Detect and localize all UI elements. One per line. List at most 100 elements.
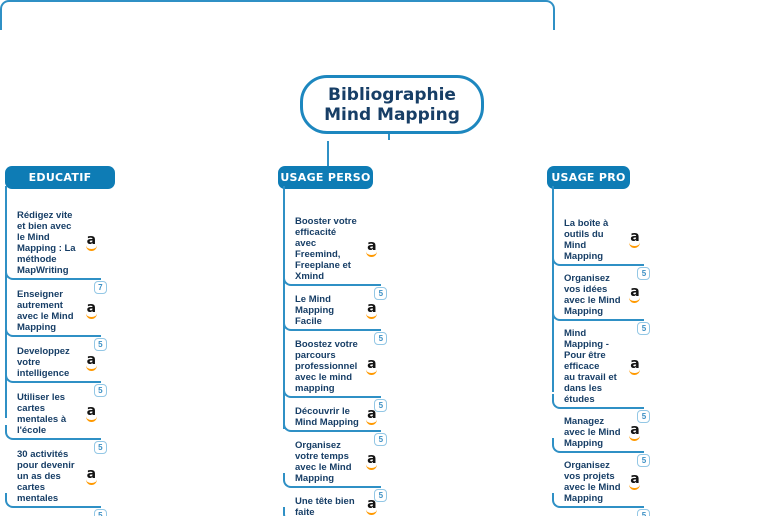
count-badge[interactable]: 5 xyxy=(374,332,388,345)
root-title-line1: Bibliographie xyxy=(328,84,456,105)
amazon-smile-icon xyxy=(629,484,641,490)
amazon-icon[interactable]: a xyxy=(366,357,378,375)
amazon-icon[interactable]: a xyxy=(629,230,641,248)
book-row: Booster votre efficacité avec Freemind, … xyxy=(293,216,382,286)
book-item[interactable]: Mind Mapping - Pour être efficace au tra… xyxy=(552,323,651,423)
branch-header-usage-pro[interactable]: USAGE PRO xyxy=(547,166,630,189)
amazon-smile-icon xyxy=(85,245,97,251)
connector-curve xyxy=(283,507,295,516)
branch-spine xyxy=(283,186,285,429)
book-title: Le Mind Mapping Facile xyxy=(295,294,335,327)
branch-spine xyxy=(5,186,7,418)
book-item[interactable]: Utiliser les cartes mentales à l'école a… xyxy=(5,387,107,454)
amazon-smile-icon xyxy=(85,313,97,319)
book-item[interactable]: Mind Map: Dessine-moi l'intelligence. a … xyxy=(15,512,101,516)
connector-curve xyxy=(283,271,295,286)
book-title: Managez avec le Mind Mapping xyxy=(564,416,621,449)
book-item[interactable]: Enseigner autrement avec le Mind Mapping… xyxy=(5,284,107,351)
book-row: Organisez votre temps avec le Mind Mappi… xyxy=(293,440,382,488)
count-badge[interactable]: 5 xyxy=(374,399,388,412)
amazon-smile-icon xyxy=(85,365,97,371)
book-item[interactable]: Organisez vos idées avec le Mind Mapping… xyxy=(552,268,651,335)
count-badge[interactable]: 5 xyxy=(374,489,388,502)
book-item[interactable]: Booster votre efficacité avec Freemind, … xyxy=(283,211,388,300)
book-row: Utiliser les cartes mentales à l'école a xyxy=(15,392,101,440)
connector-top-bar xyxy=(0,0,555,30)
book-row: Boostez votre parcours professionnel ave… xyxy=(293,339,382,398)
amazon-icon[interactable]: a xyxy=(366,452,378,470)
book-item[interactable]: Organisez vos projets avec le Mind Mappi… xyxy=(552,455,651,516)
book-row: La boîte à outils du Mind Mapping a xyxy=(562,218,645,266)
branch-header-educatif[interactable]: EDUCATIF xyxy=(5,166,115,189)
branch-spine xyxy=(552,186,554,392)
amazon-icon[interactable]: a xyxy=(629,423,641,441)
count-badge[interactable]: 5 xyxy=(93,338,107,351)
count-badge[interactable]: 5 xyxy=(93,384,107,397)
amazon-smile-icon xyxy=(85,416,97,422)
count-badge[interactable]: 7 xyxy=(93,281,107,294)
count-badge[interactable]: 5 xyxy=(637,410,651,423)
connector-curve xyxy=(552,306,564,321)
book-item[interactable]: La boîte à outils du Mind Mapping a 5 xyxy=(552,213,651,280)
amazon-icon[interactable]: a xyxy=(366,407,378,425)
book-title: Rédigez vite et bien avec le Mind Mappin… xyxy=(17,210,76,276)
book-title: Organisez votre temps avec le Mind Mappi… xyxy=(295,440,352,484)
connector-curve xyxy=(283,383,295,398)
connector-curve xyxy=(5,265,17,280)
amazon-icon[interactable]: a xyxy=(85,467,97,485)
amazon-icon[interactable]: a xyxy=(629,472,641,490)
branch-items: La boîte à outils du Mind Mapping a 5 Or… xyxy=(552,213,651,516)
amazon-icon[interactable]: a xyxy=(366,239,378,257)
book-item[interactable]: Managez avec le Mind Mapping a 5 xyxy=(552,411,651,467)
book-row: Découvrir le Mind Mapping a xyxy=(293,406,382,432)
amazon-icon[interactable]: a xyxy=(629,285,641,303)
count-badge[interactable]: 5 xyxy=(637,322,651,335)
connector-curve xyxy=(5,493,17,508)
book-title: Organisez vos projets avec le Mind Mappi… xyxy=(564,460,621,504)
root-title-line2: Mind Mapping xyxy=(324,104,460,125)
book-item[interactable]: Boostez votre parcours professionnel ave… xyxy=(283,334,388,412)
book-item[interactable]: 30 activités pour devenir un as des cart… xyxy=(5,444,107,516)
amazon-smile-icon xyxy=(85,479,97,485)
count-badge[interactable]: 5 xyxy=(374,287,388,300)
book-title: Utiliser les cartes mentales à l'école xyxy=(17,392,67,436)
root-node[interactable]: Bibliographie Mind Mapping xyxy=(300,75,484,134)
amazon-icon[interactable]: a xyxy=(366,497,378,515)
connector-curve xyxy=(552,394,564,409)
book-item[interactable]: Organisez votre temps avec le Mind Mappi… xyxy=(283,435,388,502)
connector-curve xyxy=(283,473,295,488)
amazon-icon[interactable]: a xyxy=(366,301,378,319)
count-badge[interactable]: 5 xyxy=(637,509,651,516)
book-row: Le Mind Mapping Facile a xyxy=(293,294,382,331)
book-title: Une tête bien faite xyxy=(295,496,355,516)
book-item[interactable]: Découvrir le Mind Mapping a 5 xyxy=(283,401,388,446)
connector-curve xyxy=(552,438,564,453)
book-item[interactable]: Une tête bien faite a 5 xyxy=(283,491,381,516)
book-item[interactable]: Le Mind Mapping Facile a 5 xyxy=(283,289,388,345)
count-badge[interactable]: 5 xyxy=(93,509,107,516)
book-title: Enseigner autrement avec le Mind Mapping xyxy=(17,289,74,333)
amazon-icon[interactable]: a xyxy=(85,233,97,251)
amazon-icon[interactable]: a xyxy=(85,404,97,422)
book-item[interactable]: Rédigez vite et bien avec le Mind Mappin… xyxy=(5,205,107,294)
count-badge[interactable]: 5 xyxy=(93,441,107,454)
book-row: Mind Mapping - Pour être efficace au tra… xyxy=(562,328,645,409)
amazon-icon[interactable]: a xyxy=(85,353,97,371)
branch-header-usage-perso[interactable]: USAGE PERSO xyxy=(278,166,373,189)
count-badge[interactable]: 5 xyxy=(637,454,651,467)
book-row: Organisez vos projets avec le Mind Mappi… xyxy=(562,460,645,508)
connector-curve xyxy=(283,417,295,432)
book-title: 30 activités pour devenir un as des cart… xyxy=(17,449,75,504)
amazon-icon[interactable]: a xyxy=(85,301,97,319)
book-item[interactable]: Boostez votre créativité avec le Mind Ma… xyxy=(562,510,644,516)
connector-curve xyxy=(5,322,17,337)
count-badge[interactable]: 5 xyxy=(374,433,388,446)
connector-usage-perso-stub xyxy=(327,141,329,167)
amazon-smile-icon xyxy=(629,435,641,441)
count-badge[interactable]: 5 xyxy=(637,267,651,280)
book-item[interactable]: Developpez votre intelligence a 5 xyxy=(5,341,107,397)
branch-items: Booster votre efficacité avec Freemind, … xyxy=(283,211,388,516)
book-title: Mind Mapping - Pour être efficace au tra… xyxy=(564,328,617,405)
amazon-icon[interactable]: a xyxy=(629,357,641,375)
